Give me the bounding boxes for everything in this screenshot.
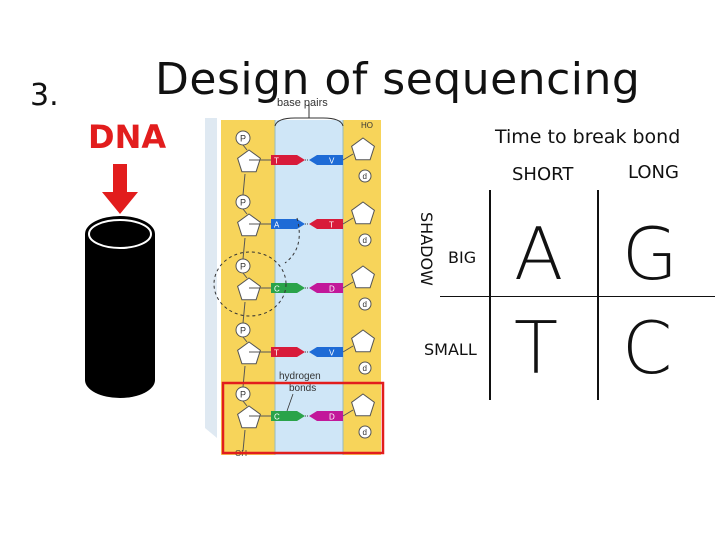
left-sugar: [237, 213, 261, 237]
right-base: [309, 219, 343, 229]
left-base-label: C: [274, 413, 280, 422]
deoxyribose-label: d: [363, 300, 367, 309]
right-sugar: [351, 201, 375, 225]
cylinder-icon: [85, 216, 155, 398]
cell-big-long: G: [622, 212, 678, 296]
right-base: [309, 411, 343, 421]
deoxyribose-circle: [358, 233, 372, 247]
grid-line-horizontal: [440, 296, 715, 297]
right-base: [309, 347, 343, 357]
left-sugar: [237, 405, 261, 429]
dna-label: DNA: [88, 118, 167, 156]
right-base-label: D: [329, 413, 335, 422]
deoxyribose-circle: [358, 297, 372, 311]
deoxyribose-circle: [358, 425, 372, 439]
right-base: [309, 155, 343, 165]
phosphate-label: P: [240, 134, 246, 144]
column-header-long: LONG: [628, 162, 679, 183]
left-base: [271, 411, 305, 421]
slide-title: Design of sequencing: [155, 54, 641, 105]
left-sugar: [237, 149, 261, 173]
left-base-label: T: [274, 349, 279, 358]
deoxyribose-label: d: [363, 428, 367, 437]
right-base-label: T: [329, 221, 334, 230]
left-sugar: [237, 341, 261, 365]
grid-line-vertical-left: [489, 190, 491, 400]
phosphate-label: P: [240, 326, 246, 336]
left-base: [271, 283, 305, 293]
highlight-box: [221, 381, 385, 455]
deoxyribose-circle: [358, 361, 372, 375]
left-base-label: A: [274, 221, 280, 230]
deoxyribose-label: d: [363, 172, 367, 181]
phosphate-label: P: [240, 262, 246, 272]
red-arrow-icon: [102, 164, 138, 214]
table-title: Time to break bond: [495, 126, 681, 148]
left-base: [271, 219, 305, 229]
hydrogen-label: hydrogen: [279, 371, 321, 382]
right-sugar: [351, 265, 375, 289]
base-pairs-label: base pairs: [277, 98, 328, 109]
right-base-label: D: [329, 285, 335, 294]
deoxyribose-label: d: [363, 364, 367, 373]
nucleotide-pair: Pd A T: [235, 194, 375, 260]
phosphate-label: P: [240, 390, 246, 400]
right-sugar: [351, 137, 375, 161]
nucleotide-pair: Pd T V: [235, 130, 375, 196]
right-sugar: [351, 329, 375, 353]
row-axis-label: SHADOW: [417, 212, 436, 286]
deoxyribose-label: d: [363, 236, 367, 245]
nucleotide-pair: Pd C D: [235, 386, 375, 452]
nucleotide-pair: Pd T V: [235, 322, 375, 388]
right-base-label: V: [329, 157, 335, 166]
left-base: [271, 347, 305, 357]
cell-small-long: C: [622, 306, 673, 390]
nucleotide-pair: Pd C D: [235, 258, 375, 324]
left-sugar: [237, 277, 261, 301]
row-label-big: BIG: [448, 248, 477, 267]
end-label-top: HO: [361, 121, 373, 130]
right-base: [309, 283, 343, 293]
bonds-label: bonds: [289, 383, 316, 394]
cell-big-short: A: [514, 212, 564, 296]
phosphate-label: P: [240, 198, 246, 208]
right-sugar: [351, 393, 375, 417]
left-base-label: C: [274, 285, 280, 294]
left-base: [271, 155, 305, 165]
slide-number: 3.: [30, 78, 59, 113]
cell-small-short: T: [514, 306, 558, 390]
row-label-small: SMALL: [424, 340, 477, 359]
grid-line-vertical-middle: [597, 190, 599, 400]
left-base-label: T: [274, 157, 279, 166]
deoxyribose-circle: [358, 169, 372, 183]
right-base-label: V: [329, 349, 335, 358]
dashed-circle-highlight: [213, 251, 287, 317]
column-header-short: SHORT: [512, 164, 574, 185]
